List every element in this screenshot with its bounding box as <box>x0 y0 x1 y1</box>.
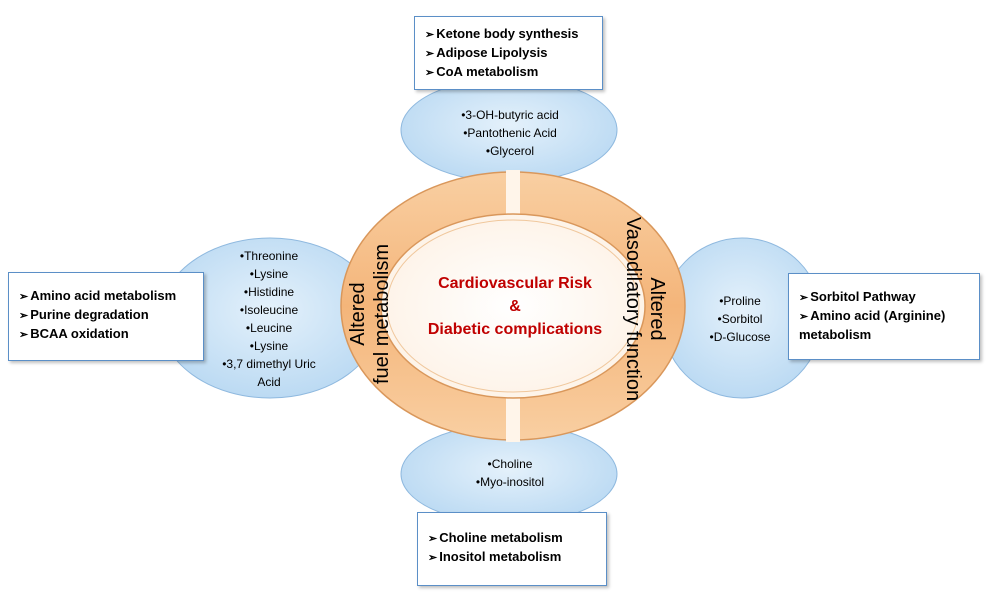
right-metabolites: •Proline •Sorbitol •D-Glucose <box>709 294 771 344</box>
arrow-bullet-icon: ➢ <box>425 48 435 60</box>
left-metabolites: •Threonine •Lysine •Histidine •Isoleucin… <box>222 249 316 389</box>
bottom-pathway-box: ➢Choline metabolism ➢Inositol metabolism <box>417 512 607 586</box>
ring-label-right: Altered Vasodilatory function <box>622 216 668 402</box>
pathway-item: ➢Ketone body synthesis <box>425 26 579 41</box>
pathway-item: ➢CoA metabolism <box>425 64 539 79</box>
pathway-item-continued: metabolism <box>799 327 872 342</box>
arrow-bullet-icon: ➢ <box>428 533 438 545</box>
ring-label-left: Altered fuel metabolism <box>347 243 393 385</box>
bottom-metabolites: •Choline •Myo-inositol <box>475 457 545 489</box>
pathway-item: ➢Choline metabolism <box>428 530 563 545</box>
ring-gap-bottom <box>506 394 520 442</box>
inner-ellipse-border <box>386 219 640 393</box>
arrow-bullet-icon: ➢ <box>19 329 29 341</box>
arrow-bullet-icon: ➢ <box>799 292 809 304</box>
inner-ellipse <box>380 213 646 399</box>
pathway-item: ➢Purine degradation <box>19 307 149 322</box>
pathway-item: ➢BCAA oxidation <box>19 326 129 341</box>
arrow-bullet-icon: ➢ <box>428 552 438 564</box>
pathway-item: ➢Inositol metabolism <box>428 549 562 564</box>
pathway-item: ➢Amino acid metabolism <box>19 288 177 303</box>
arrow-bullet-icon: ➢ <box>799 311 809 323</box>
top-pathway-box: ➢Ketone body synthesis ➢Adipose Lipolysi… <box>414 16 603 90</box>
right-pathway-box: ➢Sorbitol Pathway ➢Amino acid (Arginine)… <box>788 273 980 360</box>
top-metabolites: •3-OH-butyric acid •Pantothenic Acid •Gl… <box>461 108 559 158</box>
pathway-item: ➢Sorbitol Pathway <box>799 289 916 304</box>
arrow-bullet-icon: ➢ <box>425 29 435 41</box>
ring-gap-top <box>506 170 520 218</box>
arrow-bullet-icon: ➢ <box>19 291 29 303</box>
left-pathway-box: ➢Amino acid metabolism ➢Purine degradati… <box>8 272 204 361</box>
pathway-item: ➢Adipose Lipolysis <box>425 45 548 60</box>
pathway-item: ➢Amino acid (Arginine) <box>799 308 946 323</box>
arrow-bullet-icon: ➢ <box>425 67 435 79</box>
center-title: Cardiovascular Risk & Diabetic complicat… <box>427 275 603 338</box>
arrow-bullet-icon: ➢ <box>19 310 29 322</box>
